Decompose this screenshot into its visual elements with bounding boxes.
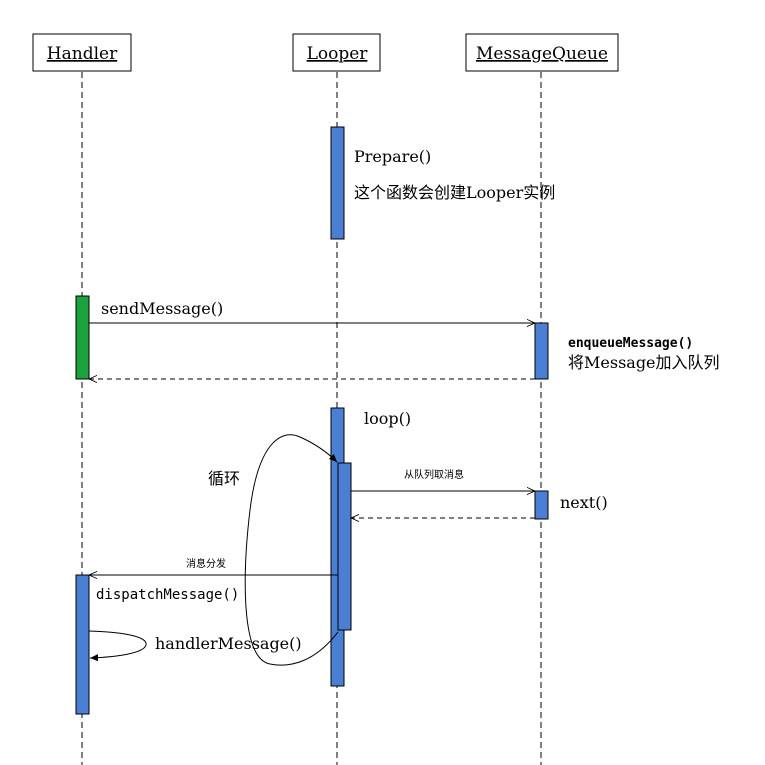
enqueue-note-label: 将Message加入队列	[568, 353, 720, 372]
dispatch-label: 消息分发	[186, 557, 226, 570]
participant-queue-label: MessageQueue	[476, 44, 608, 64]
next-call-label: next()	[560, 493, 608, 512]
loop-call-label: loop()	[364, 409, 411, 428]
handler-send-activation	[75, 295, 90, 380]
queue-enqueue-activation	[534, 322, 549, 380]
participant-handler: Handler	[32, 33, 132, 72]
queue-next-activation	[534, 490, 549, 520]
loop-label: 循环	[208, 469, 240, 488]
participant-queue: MessageQueue	[465, 33, 619, 72]
handler-self-call-arrow	[88, 630, 147, 662]
prepare-call-label: Prepare()	[354, 147, 431, 166]
looper-prepare-activation	[330, 126, 345, 240]
send-message-label: sendMessage()	[101, 299, 223, 318]
enqueue-call-label: enqueueMessage()	[568, 336, 693, 351]
participant-looper-label: Looper	[307, 44, 369, 64]
handler-dispatch-activation	[75, 574, 90, 715]
prepare-note-label: 这个函数会创建Looper实例	[354, 183, 555, 202]
participant-looper: Looper	[292, 33, 381, 72]
participant-handler-label: Handler	[47, 44, 118, 64]
loop-curve	[244, 434, 339, 666]
take-message-label: 从队列取消息	[404, 468, 464, 481]
looper-inner-activation	[337, 462, 352, 631]
dispatch-call-label: dispatchMessage()	[96, 587, 239, 603]
handler-message-label: handlerMessage()	[155, 634, 302, 653]
